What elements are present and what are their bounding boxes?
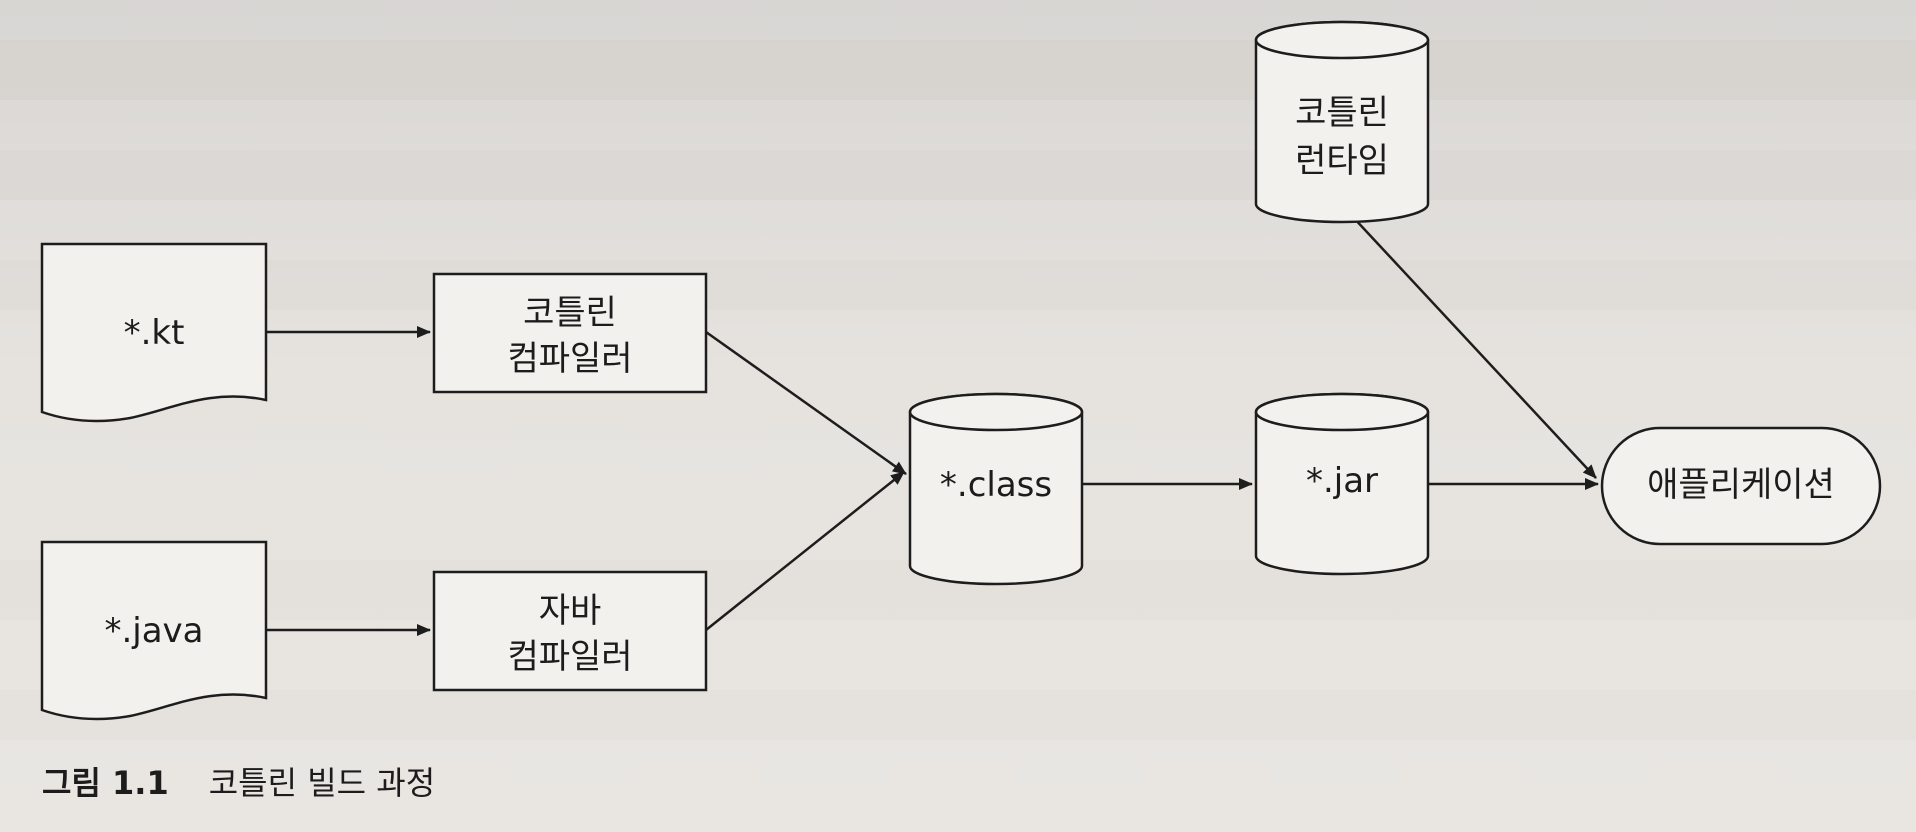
- jar-file-label: *.jar: [1306, 461, 1378, 501]
- jar-file-node: *.jar: [1254, 392, 1430, 576]
- kotlin-compiler-label-line1: 코틀린: [523, 293, 617, 333]
- edge-java-compiler-to-class: [705, 471, 905, 631]
- figure-title: 코틀린 빌드 과정: [208, 764, 436, 802]
- edge-runtime-to-application: [1351, 215, 1597, 479]
- figure-caption: 그림 1.1 코틀린 빌드 과정: [42, 758, 435, 804]
- document-icon: [40, 242, 268, 423]
- application-node: 애플리케이션: [1600, 426, 1882, 546]
- kotlin-runtime-node: 코틀린 런타임: [1254, 20, 1430, 224]
- figure-number: 그림 1.1: [42, 764, 169, 802]
- terminal-box: [1600, 426, 1882, 546]
- process-box: [432, 272, 708, 394]
- cylinder-top: [1254, 20, 1430, 60]
- kotlin-runtime-label-line1: 코틀린: [1295, 93, 1389, 133]
- java-file-node: *.java: [40, 540, 268, 721]
- java-compiler-label-line1: 자바: [539, 591, 602, 631]
- class-files-node: *.class: [908, 392, 1084, 586]
- kt-file-label: *.kt: [124, 313, 185, 353]
- kt-file-node: *.kt: [40, 242, 268, 423]
- kotlin-compiler-node: 코틀린 컴파일러: [432, 272, 708, 394]
- java-file-label: *.java: [104, 611, 203, 651]
- background-texture: [0, 40, 1916, 740]
- edge-kotlin-compiler-to-class: [705, 330, 907, 476]
- kotlin-compiler-label-line2: 컴파일러: [507, 339, 632, 379]
- cylinder-top: [1254, 392, 1430, 432]
- application-label: 애플리케이션: [1647, 465, 1835, 505]
- java-compiler-label-line2: 컴파일러: [507, 637, 632, 677]
- cylinder-top: [908, 392, 1084, 432]
- kotlin-runtime-label-line2: 런타임: [1295, 141, 1389, 181]
- document-icon: [40, 540, 268, 721]
- edges: [266, 215, 1599, 636]
- process-box: [432, 570, 708, 692]
- class-files-label: *.class: [940, 465, 1052, 505]
- java-compiler-node: 자바 컴파일러: [432, 570, 708, 692]
